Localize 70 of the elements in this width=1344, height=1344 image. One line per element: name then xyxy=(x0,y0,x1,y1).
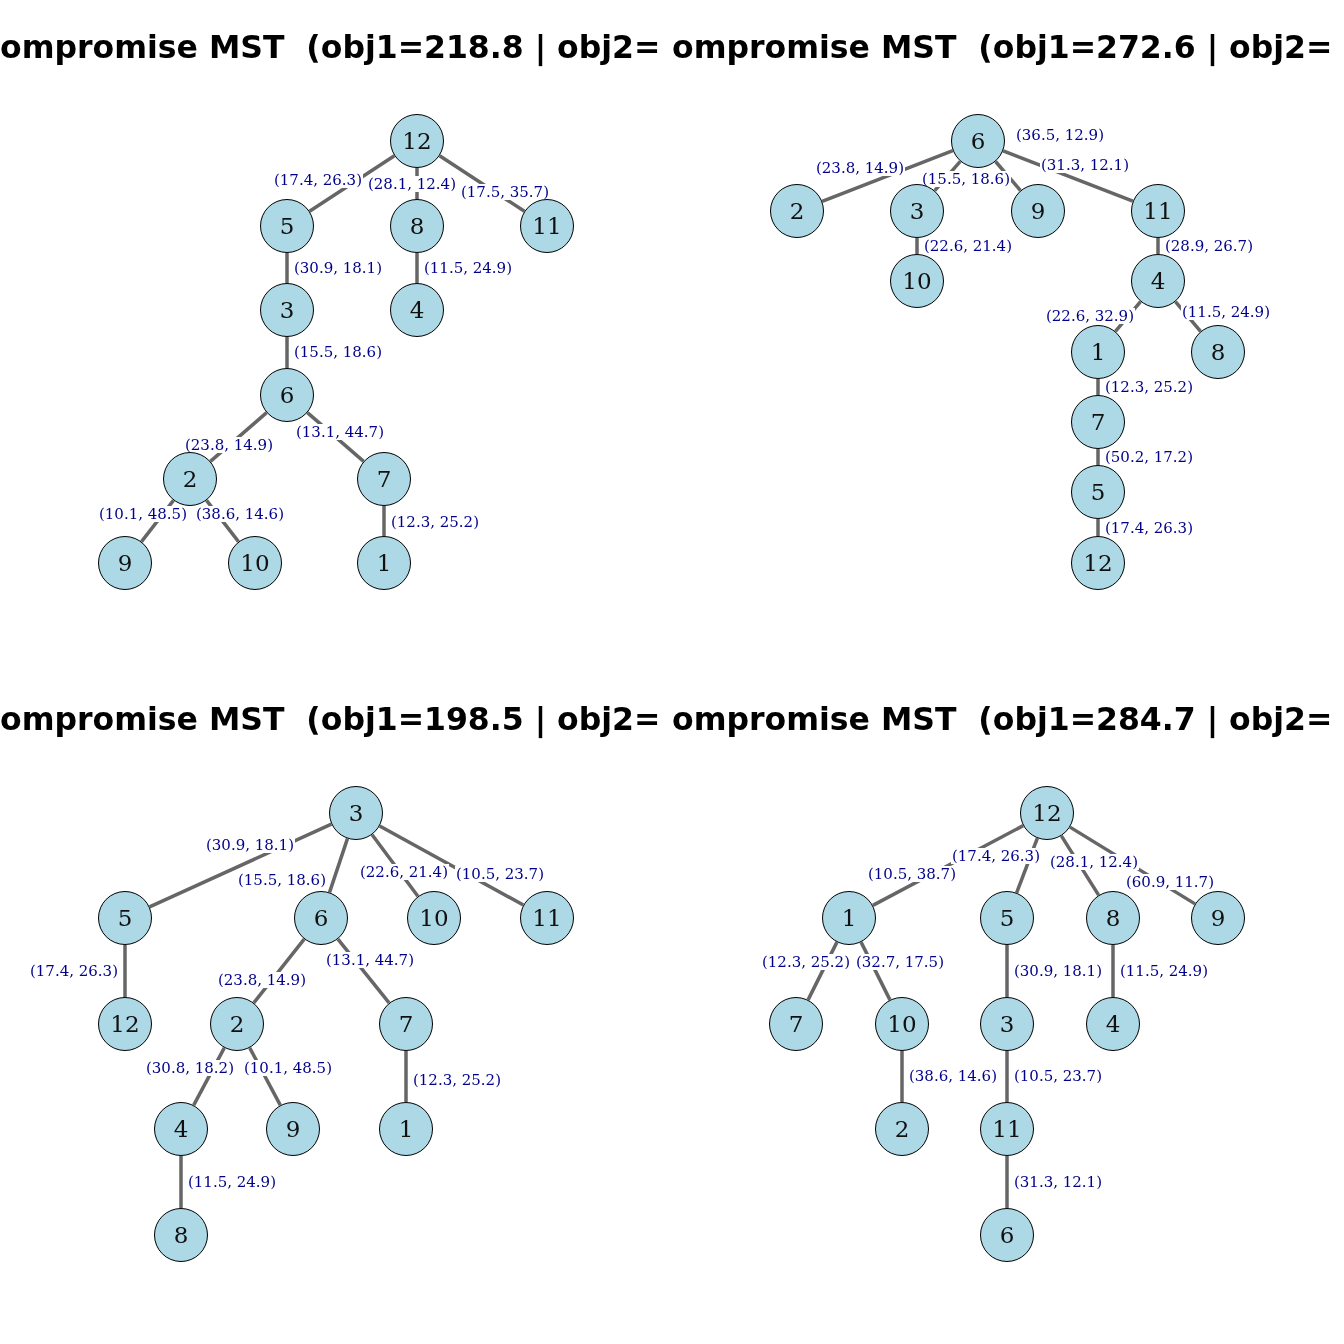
tree-edge xyxy=(1096,379,1100,395)
tree-edge xyxy=(994,160,1022,192)
tree-edge xyxy=(415,253,419,283)
edge-label: (15.5, 18.6) xyxy=(921,171,1011,187)
tree-edge xyxy=(1111,945,1115,997)
panel-title: ompromise MST (obj1=198.5 | obj2= xyxy=(0,704,661,736)
edge-label: (22.6, 21.4) xyxy=(359,864,449,880)
edge-label: (11.5, 24.9) xyxy=(423,260,513,276)
edge-label: (30.9, 18.1) xyxy=(205,837,295,853)
tree-edge xyxy=(285,337,289,368)
edge-label: (15.5, 18.6) xyxy=(237,872,327,888)
panel-title: ompromise MST (obj1=218.8 | obj2= xyxy=(0,32,661,64)
edge-label: (10.1, 48.5) xyxy=(243,1060,333,1076)
edge-label: (38.6, 14.6) xyxy=(908,1068,998,1084)
tree-edge xyxy=(382,506,386,536)
edge-label: (13.1, 44.7) xyxy=(295,424,385,440)
edge-label: (22.6, 32.9) xyxy=(1045,308,1135,324)
tree-edge xyxy=(123,945,127,997)
edge-label: (10.5, 23.7) xyxy=(1013,1068,1103,1084)
tree-edge xyxy=(1156,238,1160,254)
edge-label: (22.6, 21.4) xyxy=(923,238,1013,254)
edge-label: (17.4, 26.3) xyxy=(1104,520,1194,536)
tree-edge xyxy=(179,1156,183,1208)
edge-label: (60.9, 11.7) xyxy=(1125,874,1215,890)
tree-edge xyxy=(404,1051,408,1102)
edge-label: (12.3, 25.2) xyxy=(390,514,480,530)
edge-label: (31.3, 12.1) xyxy=(1040,157,1130,173)
edge-label: (23.8, 14.9) xyxy=(815,160,905,176)
edge-label: (15.5, 18.6) xyxy=(293,344,383,360)
edge-label: (11.5, 24.9) xyxy=(1181,304,1271,320)
edge-label: (23.8, 14.9) xyxy=(217,972,307,988)
edge-label: (12.3, 25.2) xyxy=(412,1072,502,1088)
tree-edge xyxy=(821,149,954,203)
edge-label: (28.9, 26.7) xyxy=(1164,238,1254,254)
tree-edge xyxy=(1005,945,1009,997)
edge-label: (10.5, 38.7) xyxy=(867,866,957,882)
edge-label: (31.3, 12.1) xyxy=(1013,1174,1103,1190)
edge-label: (11.5, 24.9) xyxy=(1119,963,1209,979)
edge-label: (17.4, 26.3) xyxy=(273,172,363,188)
edge-label: (10.1, 48.5) xyxy=(98,506,188,522)
panel-title: ompromise MST (obj1=272.6 | obj2= xyxy=(672,32,1333,64)
edge-label: (23.8, 14.9) xyxy=(184,437,274,453)
tree-edge xyxy=(327,838,350,893)
panel-title: ompromise MST (obj1=284.7 | obj2= xyxy=(672,704,1333,736)
tree-edge xyxy=(915,238,919,254)
edge-label: (30.9, 18.1) xyxy=(1013,963,1103,979)
tree-edge xyxy=(1096,449,1100,465)
edge-label: (30.8, 18.2) xyxy=(145,1060,235,1076)
edge-label: (38.6, 14.6) xyxy=(195,506,285,522)
edge-label: (17.4, 26.3) xyxy=(951,848,1041,864)
edge-label: (28.1, 12.4) xyxy=(367,176,457,192)
tree-edge xyxy=(1096,519,1100,536)
tree-edge xyxy=(285,253,289,283)
edge-label: (10.5, 23.7) xyxy=(455,866,545,882)
edge-label: (13.1, 44.7) xyxy=(325,952,415,968)
edge-label: (36.5, 12.9) xyxy=(1015,127,1105,143)
tree-edge xyxy=(900,1051,904,1102)
edge-label: (32.7, 17.5) xyxy=(855,954,945,970)
edge-label: (11.5, 24.9) xyxy=(187,1174,277,1190)
tree-edge xyxy=(1002,149,1134,203)
edge-label: (50.2, 17.2) xyxy=(1104,449,1194,465)
tree-edge xyxy=(148,822,333,909)
edge-label: (12.3, 25.2) xyxy=(1104,379,1194,395)
edge-label: (12.3, 25.2) xyxy=(761,954,851,970)
tree-edge xyxy=(1005,1051,1009,1102)
edge-label: (30.9, 18.1) xyxy=(293,260,383,276)
edge-label: (28.1, 12.4) xyxy=(1049,854,1139,870)
edge-label: (17.4, 26.3) xyxy=(29,963,119,979)
tree-edge xyxy=(1005,1156,1009,1208)
edge-label: (17.5, 35.7) xyxy=(460,184,550,200)
